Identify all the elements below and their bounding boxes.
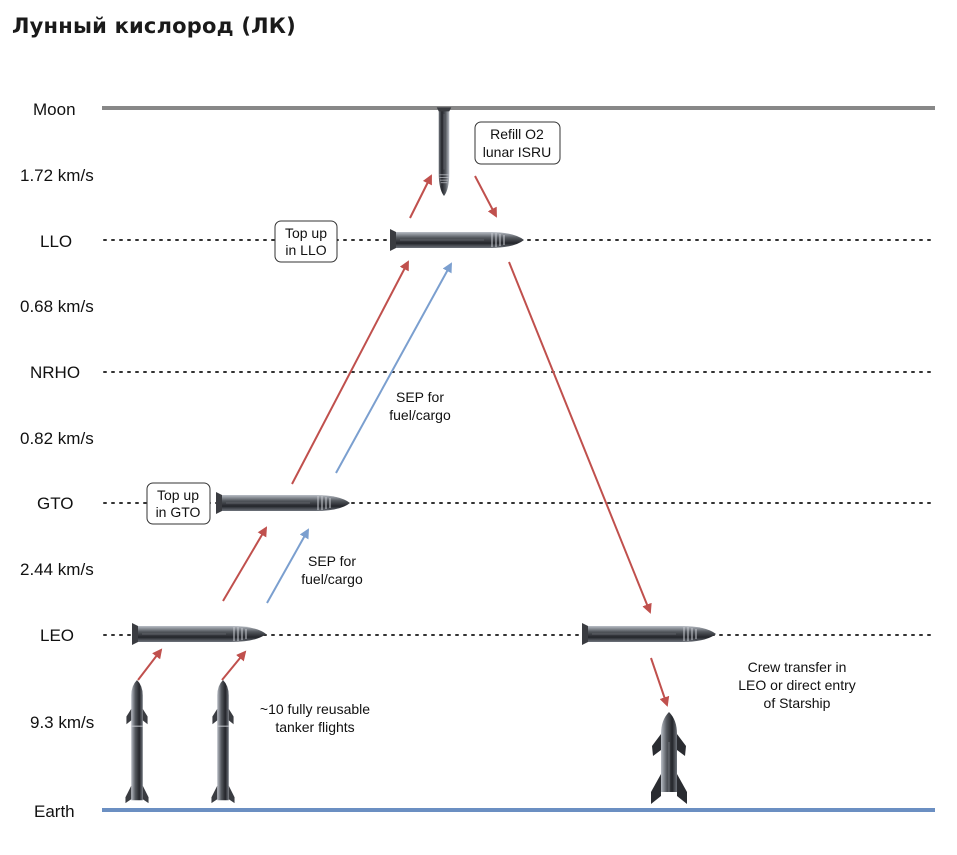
ship-gto [215, 491, 351, 515]
topup-llo-callout: Top up in LLO [274, 220, 338, 263]
svg-text:Top up: Top up [285, 225, 327, 241]
earth-label: Earth [34, 802, 75, 821]
sep-note-lower-line2: fuel/cargo [301, 571, 363, 587]
moon-label: Moon [33, 100, 76, 119]
arrow-gto-llo [291, 260, 409, 485]
arrow-earth-leo-1 [137, 648, 163, 681]
tanker-note-line2: tanker flights [275, 719, 354, 735]
ship-moon-lander [436, 106, 452, 197]
tanker-rocket-1 [124, 679, 150, 804]
gto-label: GTO [37, 494, 74, 513]
starship-landed [650, 711, 688, 805]
ship-leo-outbound [131, 622, 267, 646]
crew-note-line1: Crew transfer in [748, 659, 847, 675]
dv-nrho-gto: 0.82 km/s [20, 429, 94, 448]
svg-text:in LLO: in LLO [285, 242, 326, 258]
dv-gto-leo: 2.44 km/s [20, 560, 94, 579]
svg-text:in GTO: in GTO [156, 504, 201, 520]
arrow-leo-earth [650, 657, 670, 707]
tanker-rocket-2 [210, 679, 236, 804]
svg-text:lunar ISRU: lunar ISRU [483, 144, 551, 160]
ship-leo-return [581, 622, 717, 646]
refill-o2-callout: Refill O2 lunar ISRU [474, 121, 561, 165]
sep-arrow-leo-gto [266, 528, 309, 604]
crew-note-line2: LEO or direct entry [738, 677, 856, 693]
llo-label: LLO [40, 232, 72, 251]
sep-note-lower-line1: SEP for [308, 553, 356, 569]
svg-text:Top up: Top up [157, 487, 199, 503]
page-title: Лунный кислород (ЛК) [12, 14, 296, 38]
sep-note-upper-line1: SEP for [396, 389, 444, 405]
sep-note-upper-line2: fuel/cargo [389, 407, 451, 423]
dv-llo-nrho: 0.68 km/s [20, 297, 94, 316]
arrow-llo-moon [409, 174, 432, 219]
arrow-llo-leo [508, 261, 652, 614]
arrow-moon-llo [474, 175, 497, 218]
arrow-leo-gto [222, 526, 268, 602]
sep-arrow-gto-llo [335, 262, 452, 474]
arrow-earth-leo-2 [221, 650, 247, 681]
tanker-note-line1: ~10 fully reusable [260, 701, 370, 717]
dv-moon-llo: 1.72 km/s [20, 166, 94, 185]
nrho-label: NRHO [30, 363, 80, 382]
svg-text:Refill O2: Refill O2 [490, 126, 544, 142]
crew-note-line3: of Starship [764, 695, 831, 711]
leo-label: LEO [40, 626, 74, 645]
topup-gto-callout: Top up in GTO [146, 482, 211, 525]
ship-llo [389, 228, 525, 252]
dv-leo-earth: 9.3 km/s [30, 713, 94, 732]
transfer-arrows [137, 174, 670, 707]
